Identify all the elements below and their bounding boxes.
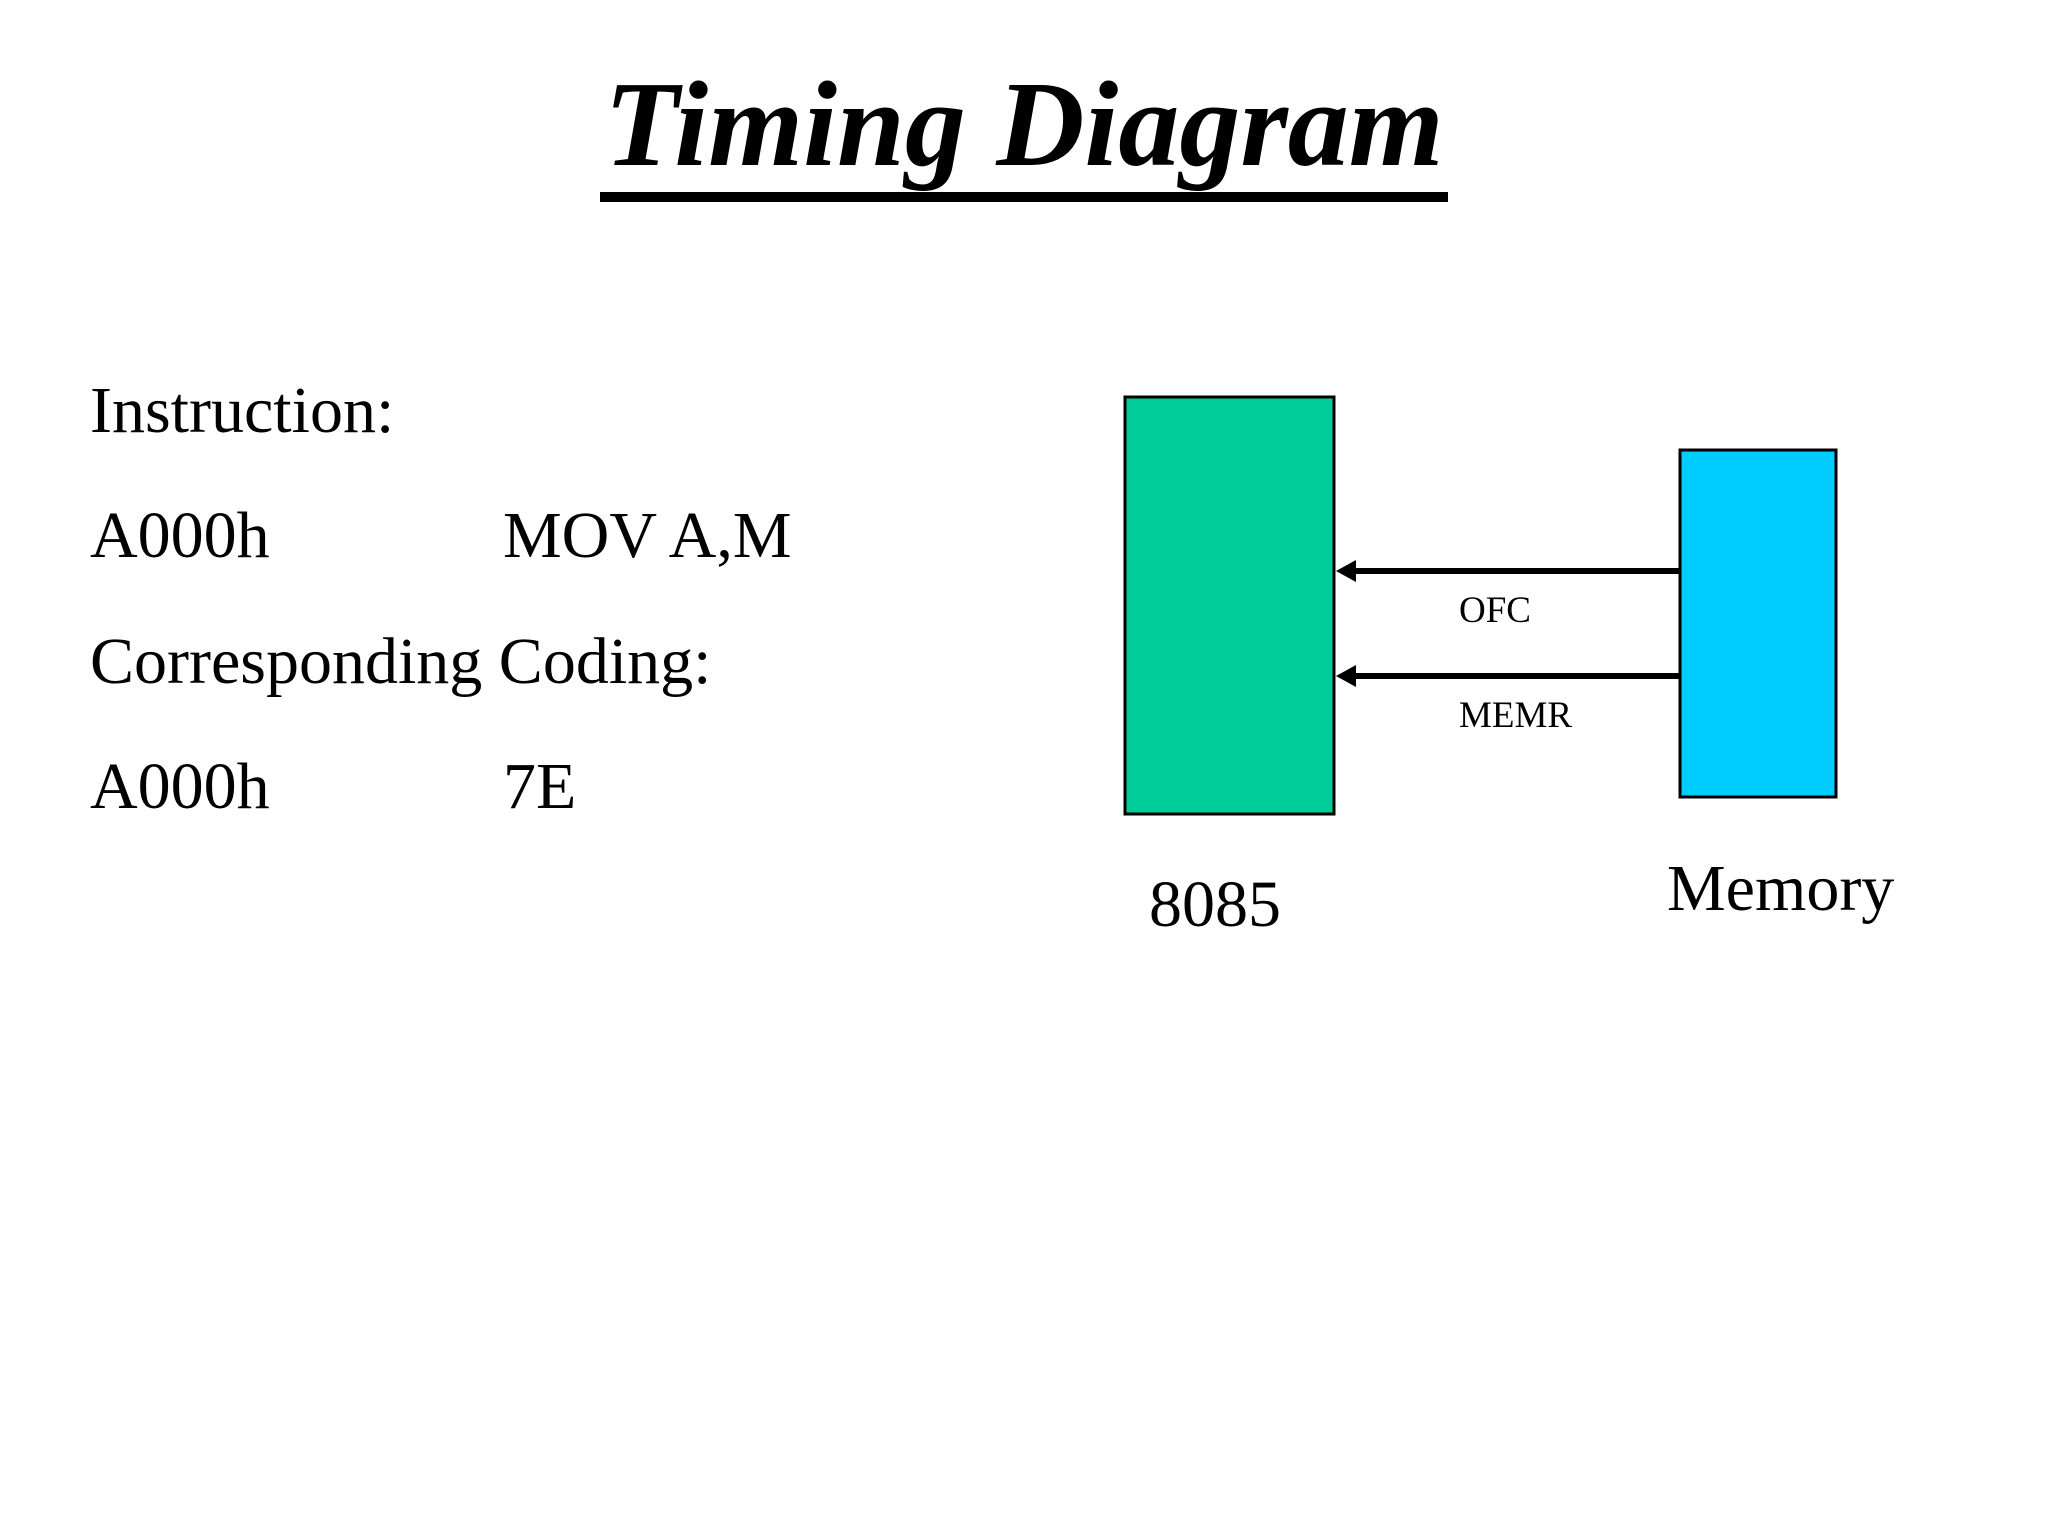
instruction-heading: Instruction: (90, 374, 395, 447)
memr-signal-arrow (1336, 665, 1680, 687)
coding-address: A000h (90, 750, 270, 823)
coding-heading: Corresponding Coding: (90, 625, 712, 698)
memory-block (1678, 448, 1838, 799)
slide-title-text: Timing Diagram (600, 57, 1448, 203)
coding-heading-row: Corresponding Coding: (90, 625, 990, 706)
instruction-row: A000h MOV A,M (90, 499, 990, 580)
memory-label: Memory (1667, 852, 1895, 925)
cpu-8085-block (1123, 395, 1336, 816)
coding-opcode: 7E (503, 750, 577, 823)
ofc-signal-label: OFC (1459, 590, 1531, 631)
slide-title: Timing Diagram (0, 57, 2048, 203)
coding-row: A000h 7E (90, 750, 990, 831)
instruction-mnemonic: MOV A,M (503, 499, 792, 572)
instruction-heading-row: Instruction: (90, 374, 990, 455)
ofc-signal-arrow (1336, 560, 1680, 582)
cpu-8085-label: 8085 (1149, 868, 1281, 941)
instruction-address: A000h (90, 499, 270, 572)
memr-signal-label: MEMR (1459, 695, 1573, 736)
